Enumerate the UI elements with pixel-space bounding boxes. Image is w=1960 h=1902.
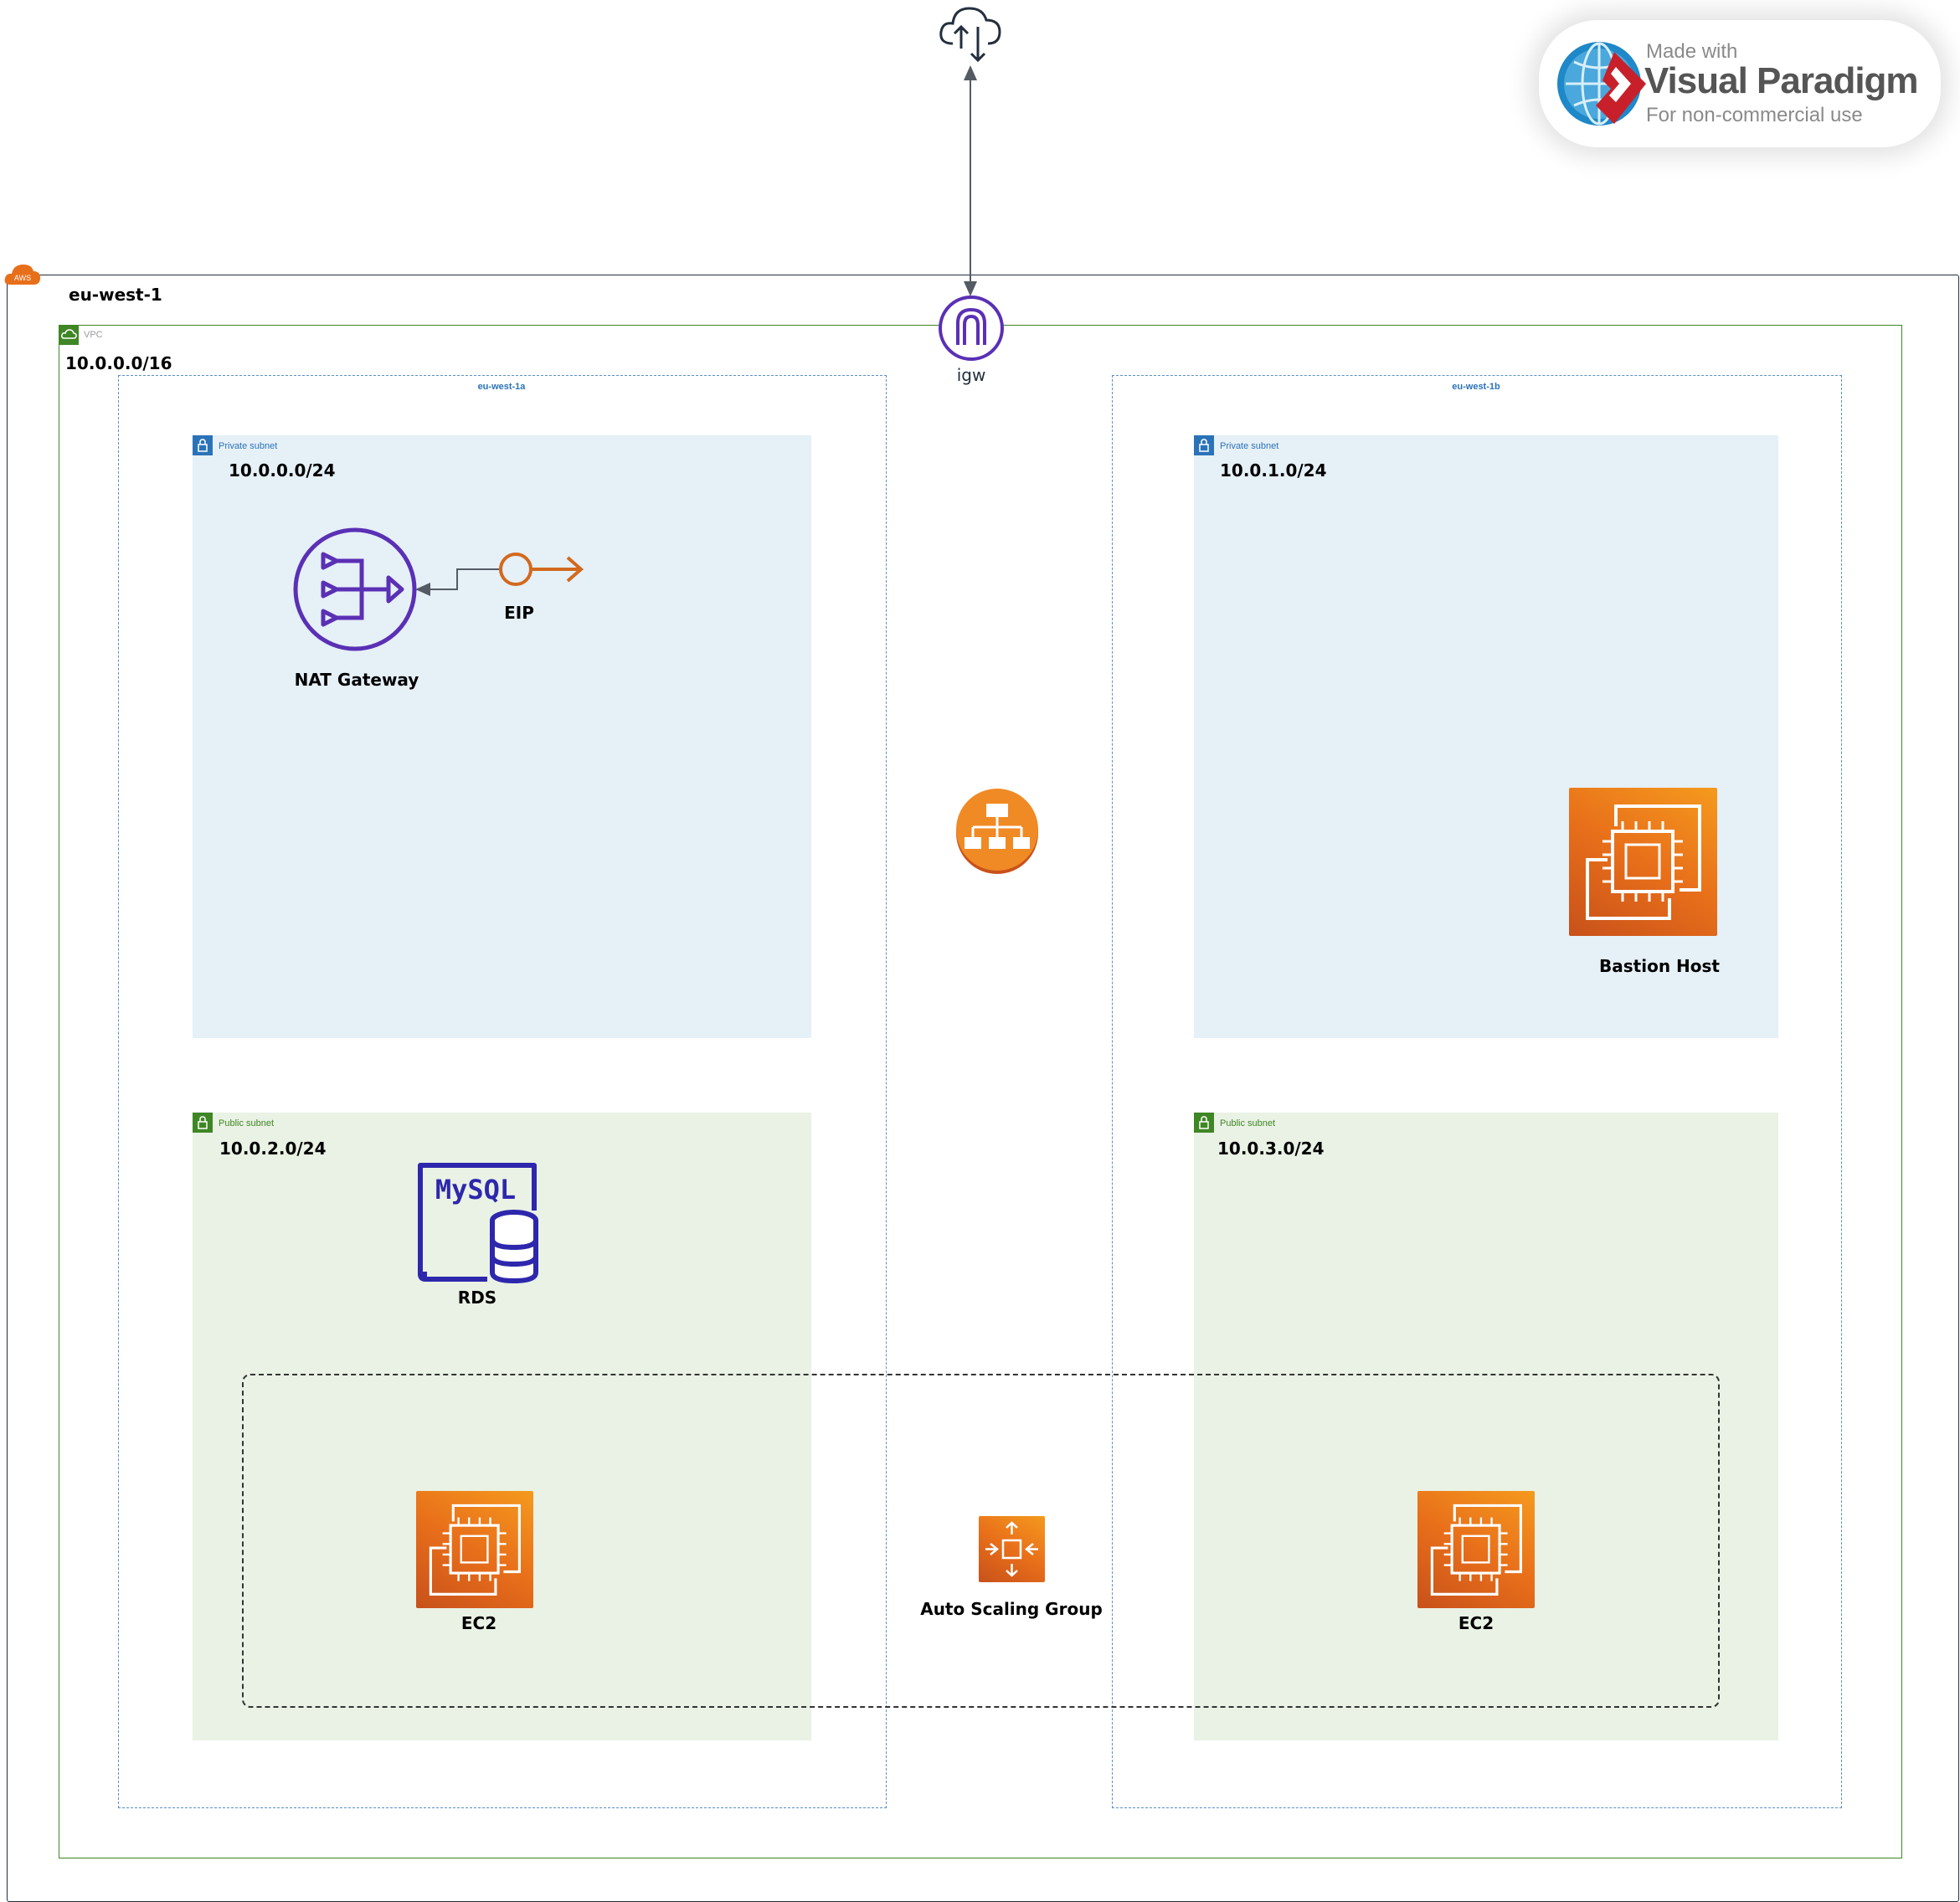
public-subnet-a-cidr: 10.0.2.0/24 [219,1139,327,1159]
ec2-instance-icon[interactable] [1417,1491,1535,1608]
public-subnet-a-label: Public subnet [219,1118,275,1128]
vpc-cidr: 10.0.0.0/16 [65,353,172,373]
aws-cloud-icon: AWS [4,265,41,285]
lock-icon [1194,435,1214,455]
internet-gateway-icon[interactable] [938,295,1005,362]
az-b-label: eu-west-1b [1452,382,1500,392]
eip-label: EIP [504,603,534,623]
private-subnet-b-label: Private subnet [1220,441,1279,451]
vpc-label: VPC [84,330,103,340]
auto-scaling-group-label: Auto Scaling Group [920,1599,1103,1619]
aws-badge-text: AWS [14,274,31,282]
private-subnet-a [193,435,811,1038]
ec2-left-label: EC2 [460,1613,497,1633]
private-subnet-a-cidr: 10.0.0.0/24 [229,460,336,481]
public-subnet-b-cidr: 10.0.3.0/24 [1217,1139,1325,1159]
az-a-label: eu-west-1a [477,382,526,392]
watermark-line3: For non-commercial use [1646,104,1863,126]
bastion-host-label: Bastion Host [1599,956,1720,976]
nat-gateway-label: NAT Gateway [294,670,419,690]
public-subnet-b-label: Public subnet [1220,1118,1276,1128]
lock-icon [1194,1113,1214,1133]
eip-nat-connector [415,568,499,596]
rds-mysql-icon[interactable]: MySQL [415,1160,539,1284]
ec2-right-label: EC2 [1458,1613,1494,1633]
watermark-badge: Made with Visual Paradigm For non-commer… [1539,20,1941,147]
availability-zone-b [1112,375,1842,1808]
vpc-icon [59,325,79,345]
internet-cloud-icon [939,7,1001,63]
private-subnet-b-cidr: 10.0.1.0/24 [1220,460,1327,481]
rds-engine-text: MySQL [435,1174,516,1205]
lock-icon [193,435,213,455]
rds-label: RDS [457,1288,497,1308]
private-subnet-b [1194,435,1778,1038]
visual-paradigm-logo-icon [1557,42,1646,126]
watermark-line1: Made with [1646,40,1738,63]
availability-zone-a [118,375,887,1808]
ec2-instance-icon[interactable] [416,1491,533,1608]
public-subnet-b [1194,1113,1778,1740]
bastion-host-ec2-icon[interactable] [1569,788,1717,936]
region-label: eu-west-1 [69,285,162,305]
igw-label: igw [956,365,986,385]
lock-icon [193,1113,213,1133]
auto-scaling-group-boundary [242,1374,1720,1708]
nat-gateway-icon[interactable] [293,527,417,651]
load-balancer-icon[interactable] [954,789,1040,874]
private-subnet-a-label: Private subnet [219,441,278,451]
elastic-ip-icon[interactable] [497,551,584,589]
watermark-line2: Visual Paradigm [1644,60,1919,101]
auto-scaling-icon[interactable] [979,1516,1045,1582]
